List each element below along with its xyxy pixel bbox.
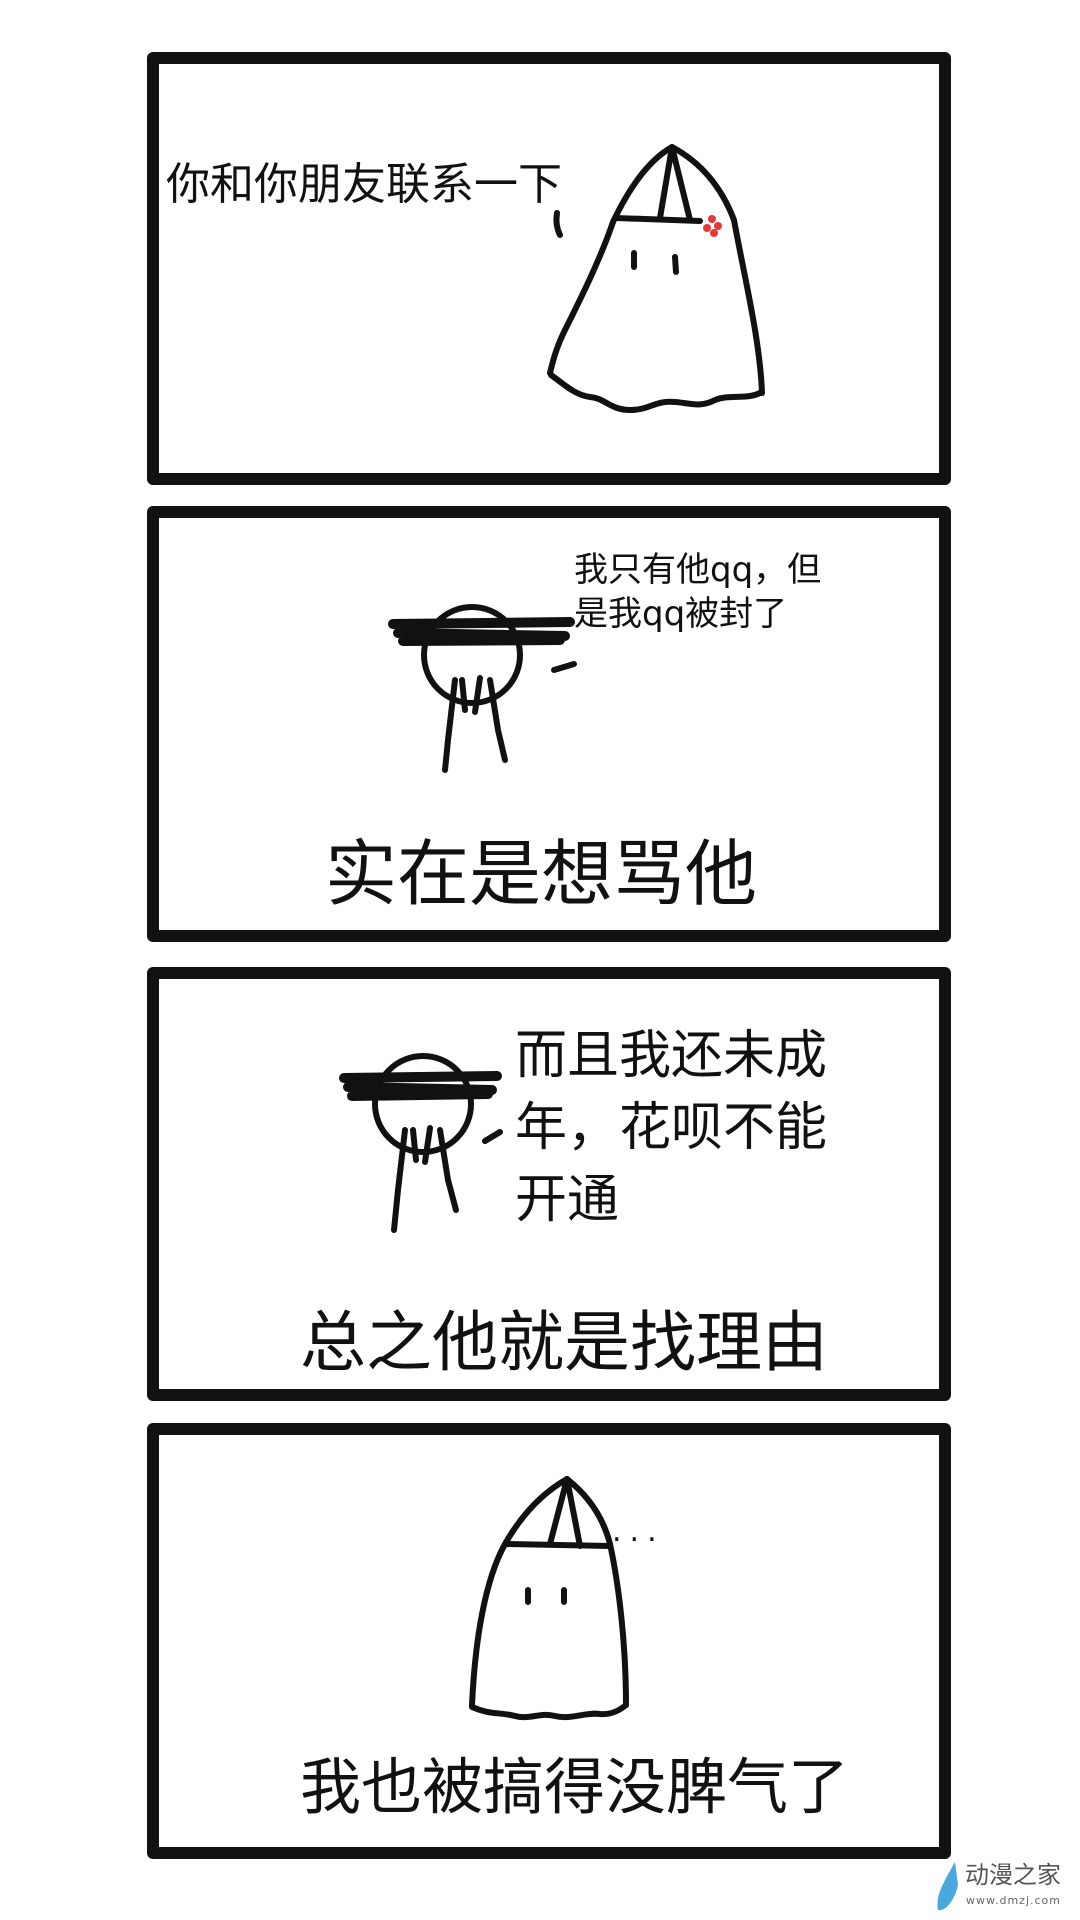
panel-4 <box>147 1423 951 1859</box>
speech-text: 我只有他qq，但 是我qq被封了 <box>574 548 821 636</box>
speech-line: 而且我还未成 <box>515 1026 828 1086</box>
ghost-character <box>547 144 765 413</box>
ghost-character <box>469 1476 629 1721</box>
watermark-title: 动漫之家 <box>965 1861 1061 1889</box>
watermark-url: www.dmzj.com <box>966 1894 1061 1907</box>
speech-text: 而且我还未成 年，花呗不能 开通 <box>515 1020 827 1236</box>
caption-text: 我也被搞得没脾气了 <box>300 1752 850 1823</box>
censored-person <box>339 1053 503 1233</box>
ellipsis-text: ... <box>612 1514 665 1549</box>
flower-icon <box>703 215 722 237</box>
caption-text: 总之他就是找理由 <box>300 1304 828 1381</box>
speech-line: 是我qq被封了 <box>574 594 788 635</box>
dmzj-logo-icon <box>937 1862 958 1911</box>
speech-line: 我只有他qq，但 <box>574 550 822 590</box>
censored-person <box>388 604 577 773</box>
speech-line: 年，花呗不能 <box>515 1098 828 1158</box>
panel-2 <box>147 506 951 942</box>
panel-1 <box>147 52 951 485</box>
caption-text: 实在是想骂他 <box>325 832 758 916</box>
speech-text: 你和你朋友联系一下 <box>166 159 562 210</box>
panel-3 <box>147 967 951 1401</box>
speech-line: 开通 <box>515 1170 620 1230</box>
